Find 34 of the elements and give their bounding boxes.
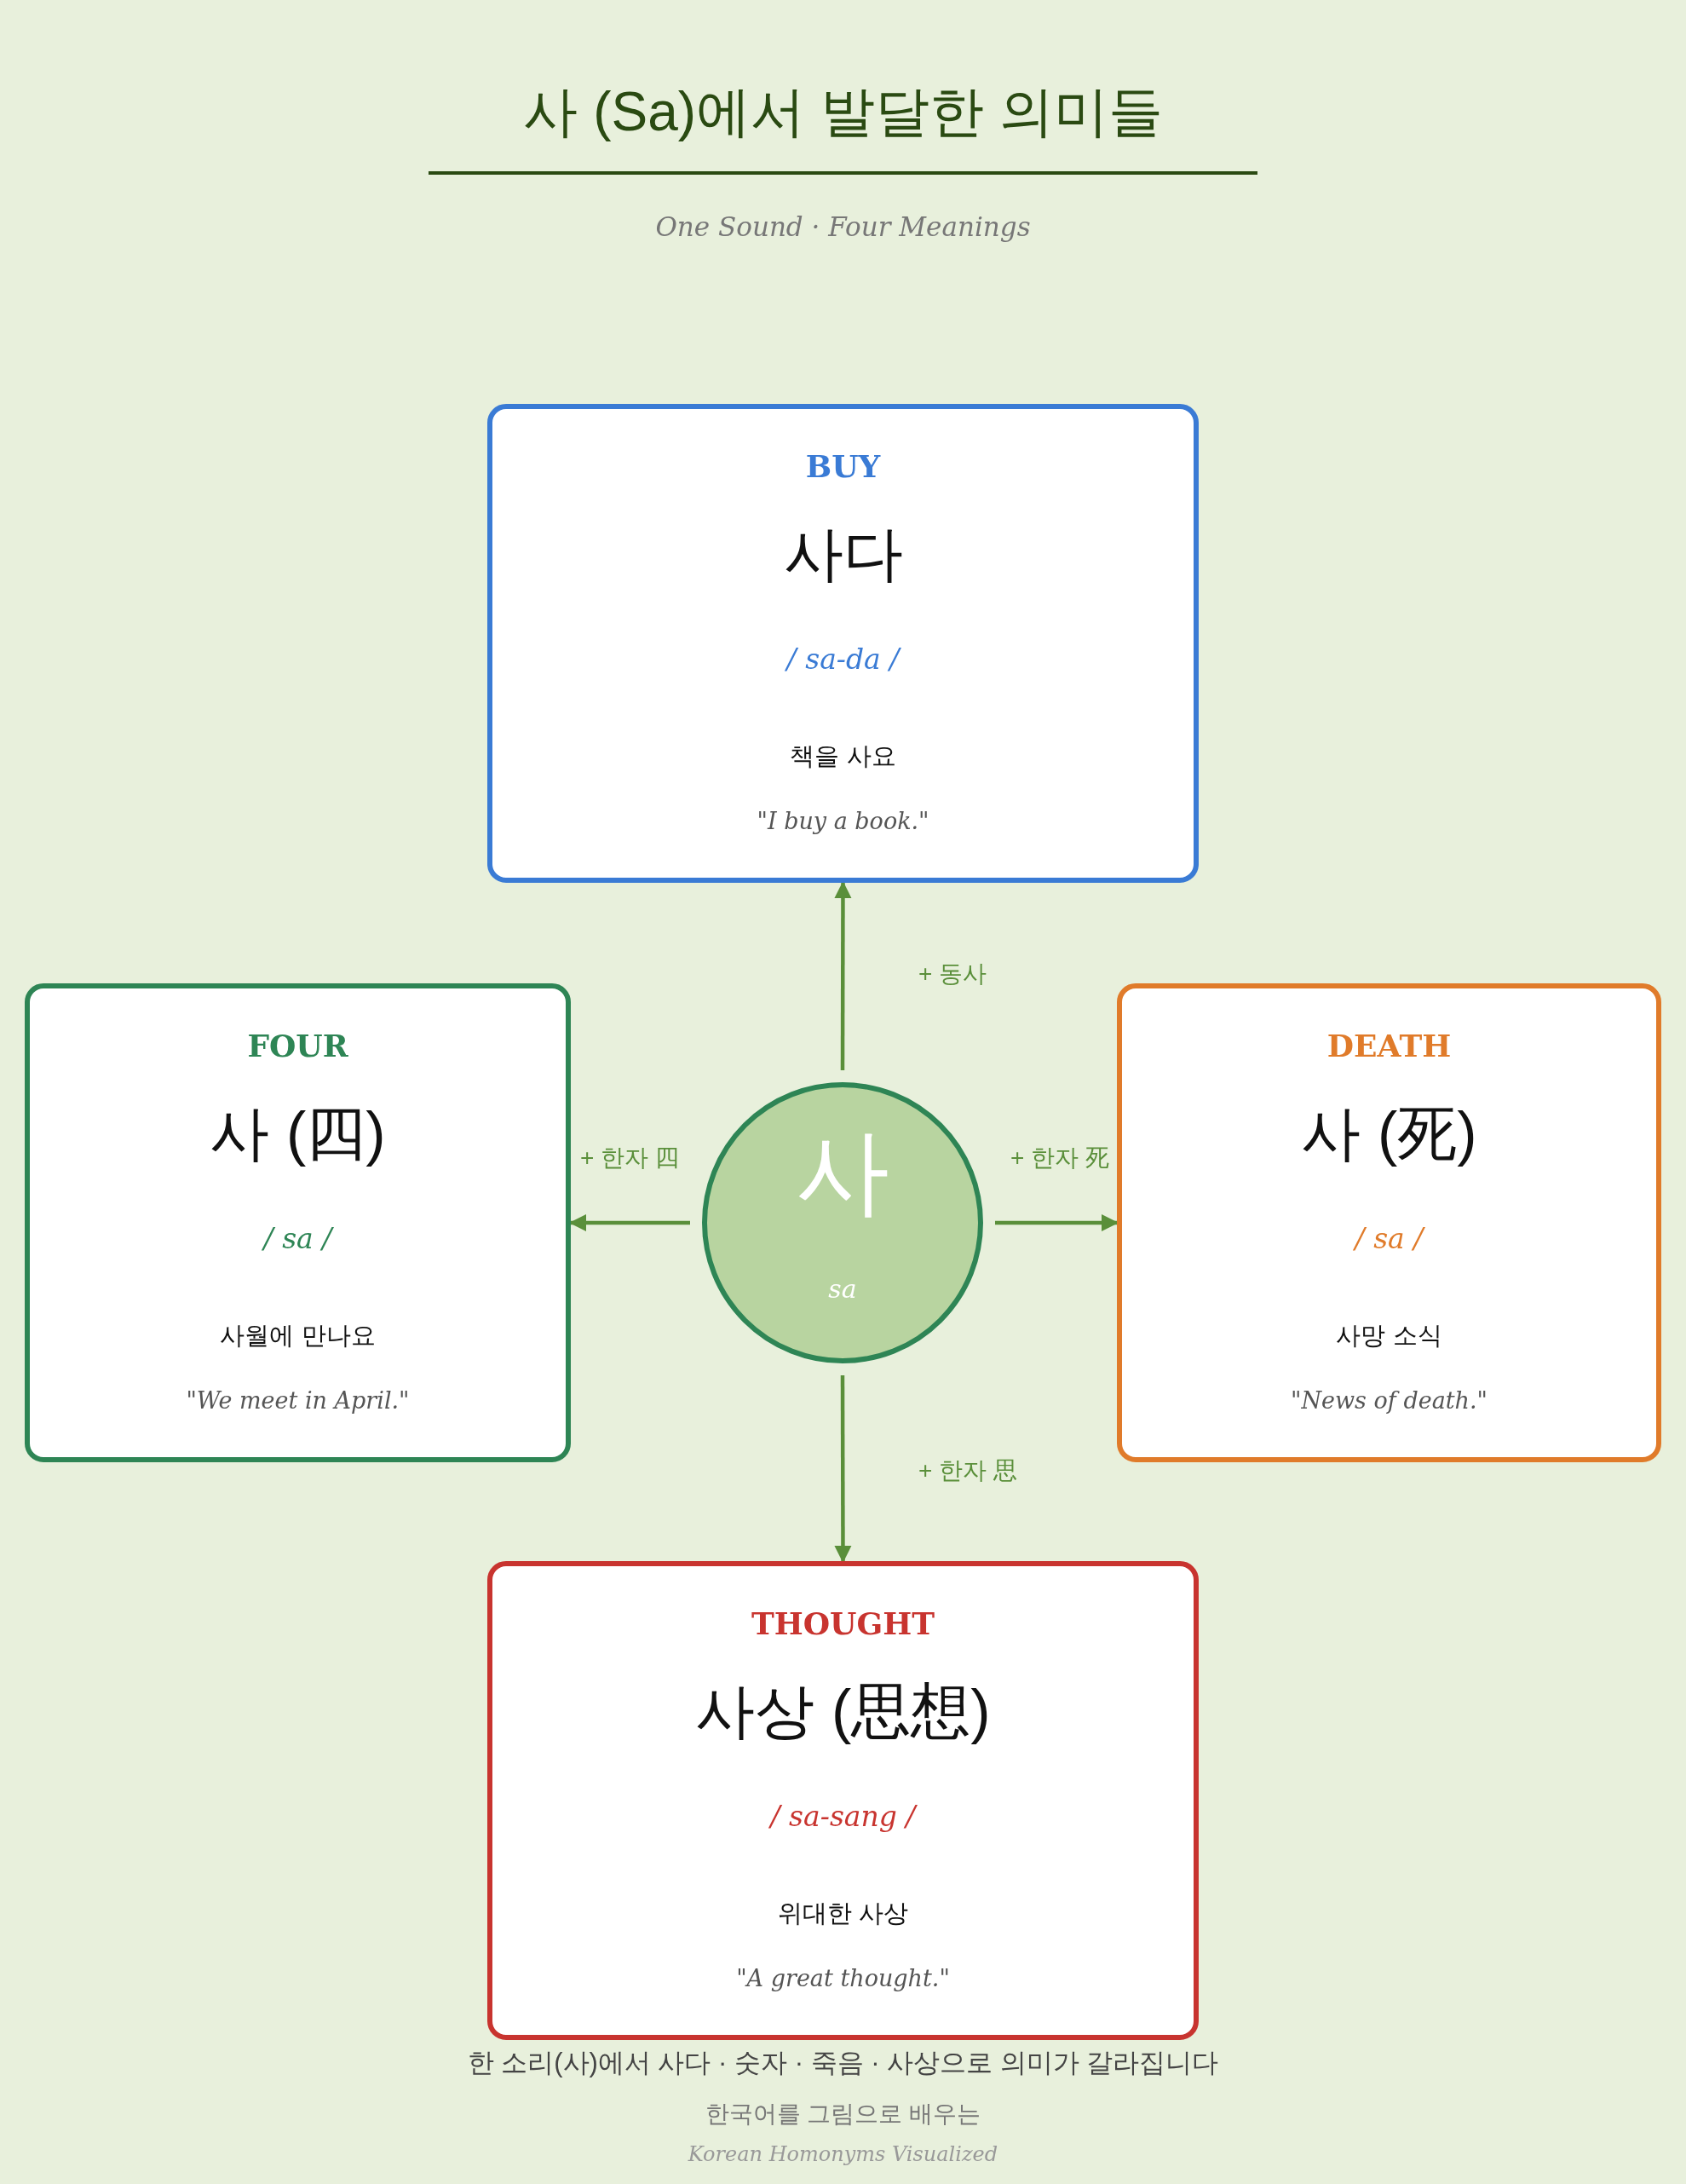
korean-word: 사다	[783, 520, 903, 589]
footer-note: 한 소리(사)에서 사다 · 숫자 · 죽음 · 사상으로 의미가 갈라집니다	[467, 2048, 1219, 2077]
card-heading: FOUR	[247, 1028, 348, 1063]
arrow	[834, 881, 852, 1070]
meaning-card	[1117, 983, 1661, 1462]
example-sentence: 사망 소식	[1336, 1321, 1442, 1351]
card-heading: THOUGHT	[751, 1605, 935, 1641]
translation: "A great thought."	[736, 1965, 950, 1991]
translation: "I buy a book."	[757, 808, 929, 834]
arrow	[569, 1213, 690, 1232]
translation: "News of death."	[1291, 1387, 1487, 1414]
title: 사 (Sa)에서 발달한 의미들	[522, 80, 1164, 144]
card-heading: DEATH	[1326, 1028, 1452, 1063]
root-syllable: 사	[796, 1125, 889, 1219]
romanization: / sa-sang /	[770, 1800, 916, 1833]
romanization: / sa-da /	[786, 643, 900, 676]
korean-word: 사 (死)	[1301, 1099, 1477, 1168]
romanization: sa	[828, 1276, 857, 1302]
arrow	[834, 1375, 852, 1563]
romanization: / sa /	[263, 1222, 332, 1255]
romanization: / sa /	[1355, 1222, 1424, 1255]
footer-note: 한국어를 그림으로 배우는	[705, 2100, 981, 2127]
meaning-card	[487, 1561, 1199, 2040]
translation: "We meet in April."	[186, 1387, 410, 1414]
card-heading: BUY	[805, 448, 881, 484]
meaning-card	[487, 404, 1199, 883]
korean-word: 사상 (思想)	[695, 1677, 991, 1746]
example-sentence: 위대한 사상	[777, 1899, 909, 1928]
meaning-card	[25, 983, 571, 1462]
subtitle: One Sound · Four Meanings	[655, 211, 1031, 242]
example-sentence: 사월에 만나요	[220, 1321, 376, 1351]
korean-word: 사 (四)	[210, 1099, 386, 1168]
example-sentence: 책을 사요	[790, 741, 896, 771]
footer-note: Korean Homonyms Visualized	[688, 2142, 998, 2166]
